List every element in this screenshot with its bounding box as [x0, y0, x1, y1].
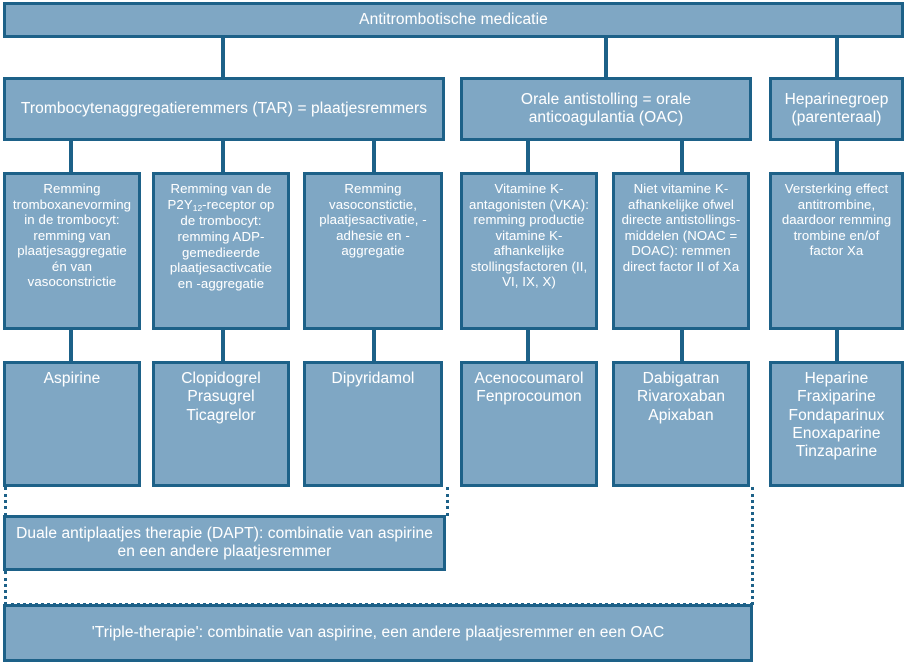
mechanism-box-p2y12: Remming van de P2Y12-receptor op de trom… — [152, 172, 290, 330]
drug-box-vka-label: Acenocoumarol Fenprocoumon — [474, 370, 584, 406]
drug-box-heparines: Heparine Fraxiparine Fondaparinux Enoxap… — [769, 361, 904, 487]
mechanism-box-vasoconstrictie: Remming vasoconstictie, plaatjesactivati… — [303, 172, 443, 330]
dotted-connector-p2y12-drugs-to-dapt — [446, 487, 449, 516]
connector-oac-to-vka — [526, 141, 530, 172]
mechanism-box-noac: Niet vitamine K-afhankelijke ofwel direc… — [612, 172, 750, 330]
connector-vka-to-drugs — [526, 330, 530, 361]
connector-root-to-tar — [221, 38, 225, 77]
drug-box-dipyridamol: Dipyridamol — [303, 361, 443, 487]
mechanism-box-noac-label: Niet vitamine K-afhankelijke ofwel direc… — [621, 181, 741, 274]
group-box-tar: Trombocytenaggregatieremmers (TAR) = pla… — [3, 77, 445, 141]
connector-noac-to-drugs — [680, 330, 684, 361]
group-box-heparine-label: Heparinegroep (parenteraal) — [784, 90, 889, 126]
combination-box-dapt: Duale antiplaatjes therapie (DAPT): comb… — [3, 515, 446, 571]
drug-box-vka: Acenocoumarol Fenprocoumon — [460, 361, 598, 487]
connector-antitrombine-to-drugs — [835, 330, 839, 361]
dotted-connector-aspirine-to-dapt — [4, 487, 7, 516]
drug-box-aspirine: Aspirine — [3, 361, 141, 487]
root-box-label: Antitrombotische medicatie — [359, 10, 548, 28]
mechanism-box-tromboxaan-label: Remming tromboxanevorming in de trombocy… — [12, 181, 132, 290]
drug-box-noac: Dabigatran Rivaroxaban Apixaban — [612, 361, 750, 487]
connector-tar-to-tromboxaan — [69, 141, 73, 172]
mechanism-box-antitrombine-label: Versterking effect antitrombine, daardoo… — [781, 181, 892, 259]
root-box-antitrombotische-medicatie: Antitrombotische medicatie — [3, 2, 904, 38]
group-box-heparine: Heparinegroep (parenteraal) — [769, 77, 904, 141]
group-box-oac: Orale antistolling = orale anticoagulant… — [460, 77, 752, 141]
group-box-oac-label: Orale antistolling = orale anticoagulant… — [520, 90, 692, 126]
combination-box-triple-therapie-label: 'Triple-therapie': combinatie van aspiri… — [91, 623, 665, 641]
connector-tromboxaan-to-aspirine — [69, 330, 73, 361]
mechanism-box-vasoconstrictie-label: Remming vasoconstictie, plaatjesactivati… — [319, 181, 427, 259]
dotted-connector-dapt-to-triple — [4, 571, 7, 605]
connector-p2y12-to-drugs — [221, 330, 225, 361]
drug-box-noac-label: Dabigatran Rivaroxaban Apixaban — [636, 370, 726, 424]
connector-tar-to-vasoconstrictie — [372, 141, 376, 172]
mechanism-box-vka: Vitamine K-antagonisten (VKA): remming p… — [460, 172, 598, 330]
mechanism-p2y12-pre: Remming van de P2Y — [167, 181, 272, 212]
mechanism-box-p2y12-label: Remming van de P2Y12-receptor op de trom… — [161, 179, 281, 291]
connector-oac-to-noac — [680, 141, 684, 172]
combination-box-dapt-label: Duale antiplaatjes therapie (DAPT): comb… — [16, 524, 433, 560]
connector-root-to-oac — [604, 38, 608, 77]
drug-box-dipyridamol-label: Dipyridamol — [331, 370, 415, 387]
group-box-tar-label: Trombocytenaggregatieremmers (TAR) = pla… — [20, 99, 428, 117]
connector-root-to-heparine — [835, 38, 839, 77]
mechanism-p2y12-subscript: 12 — [192, 202, 203, 213]
combination-box-triple-therapie: 'Triple-therapie': combinatie van aspiri… — [3, 604, 753, 662]
mechanism-box-vka-label: Vitamine K-antagonisten (VKA): remming p… — [469, 181, 589, 290]
drug-box-p2y12-inhibitors-label: Clopidogrel Prasugrel Ticagrelor — [181, 370, 261, 424]
mechanism-p2y12-post: -receptor op de trombocyt: remming ADP-g… — [169, 196, 275, 291]
drug-box-p2y12-inhibitors: Clopidogrel Prasugrel Ticagrelor — [152, 361, 290, 487]
dotted-connector-right-branch-to-triple — [751, 487, 754, 605]
connector-vasoconstrictie-to-dipyridamol — [372, 330, 376, 361]
drug-box-aspirine-label: Aspirine — [43, 370, 101, 387]
mechanism-box-antitrombine: Versterking effect antitrombine, daardoo… — [769, 172, 904, 330]
connector-heparine-to-antitrombine — [835, 141, 839, 172]
mechanism-box-tromboxaan: Remming tromboxanevorming in de trombocy… — [3, 172, 141, 330]
drug-box-heparines-label: Heparine Fraxiparine Fondaparinux Enoxap… — [788, 370, 885, 461]
connector-tar-to-p2y12 — [221, 141, 225, 172]
